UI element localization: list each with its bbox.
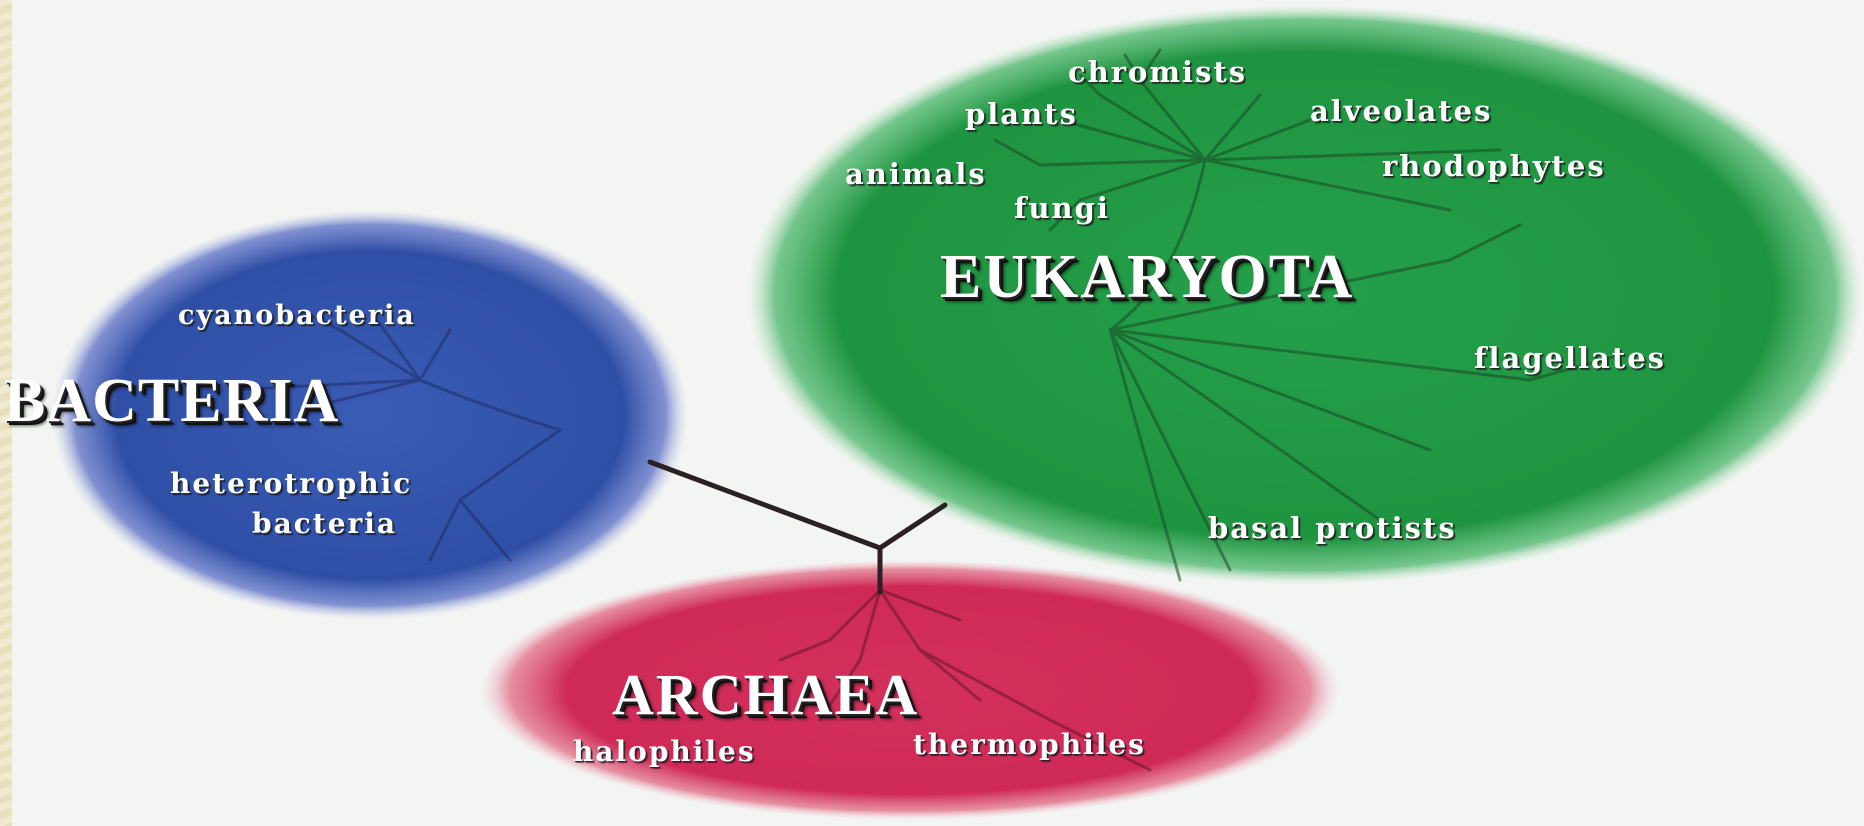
thermophiles-label: thermophiles bbox=[913, 731, 1146, 759]
bacteria-sub-label: bacteria bbox=[252, 510, 397, 538]
rhodophytes-label: rhodophytes bbox=[1382, 152, 1606, 181]
basal-protists-label: basal protists bbox=[1208, 514, 1457, 543]
cyanobacteria-label: cyanobacteria bbox=[178, 302, 416, 329]
animals-label: animals bbox=[845, 160, 987, 189]
flagellates-label: flagellates bbox=[1474, 344, 1666, 373]
plants-label: plants bbox=[965, 100, 1078, 129]
heterotrophic-label: heterotrophic bbox=[170, 470, 412, 498]
alveolates-label: alveolates bbox=[1310, 97, 1492, 126]
archaea-title: ARCHAEA bbox=[612, 666, 919, 724]
eukaryota-title: EUKARYOTA bbox=[940, 246, 1354, 308]
chromists-label: chromists bbox=[1068, 58, 1247, 87]
halophiles-label: halophiles bbox=[573, 738, 756, 766]
fungi-label: fungi bbox=[1014, 194, 1110, 223]
bacteria-title: BACTERIA bbox=[4, 370, 339, 432]
eukaryota-branch bbox=[880, 505, 945, 548]
bacteria-branch bbox=[650, 462, 880, 548]
